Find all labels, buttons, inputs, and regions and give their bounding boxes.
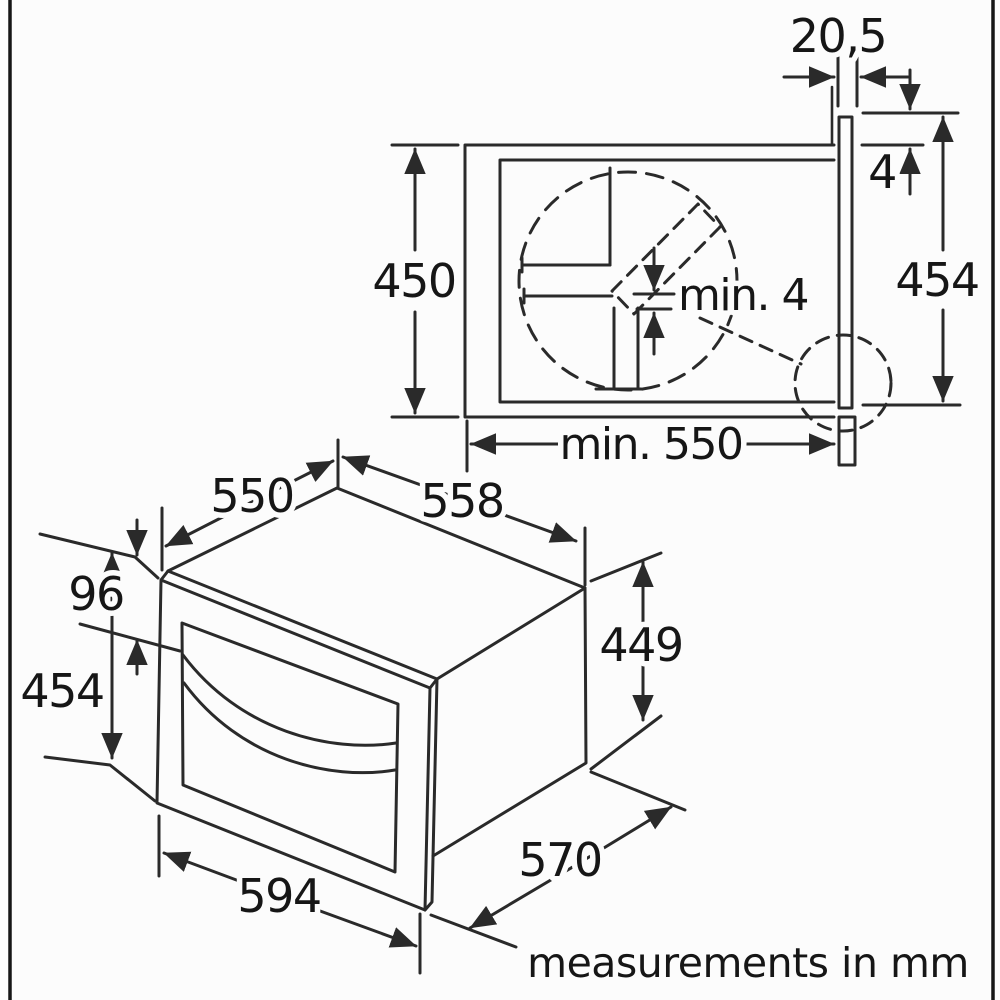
oven-isometric-view: 550 558 449 570 594 [15, 438, 690, 975]
dim-front-height-label: 454 [20, 664, 103, 718]
dim-body-depth: 570 [429, 770, 687, 949]
dim-top-width: 558 [341, 455, 587, 587]
dim-top-overhang: 4 [860, 68, 925, 205]
dim-front-width-label: 594 [237, 869, 320, 923]
oven-door-handle-curve-top [181, 653, 398, 747]
dim-trim-width-label: 20,5 [790, 9, 886, 63]
dim-top-depth-label: 550 [210, 469, 293, 523]
shelf-lower-line [522, 287, 614, 305]
dim-body-depth-label: 570 [518, 833, 601, 887]
dim-body-height: 449 [589, 551, 690, 771]
oven-body-right-side [431, 586, 588, 858]
oven-front-frame-rightside [423, 677, 439, 912]
dim-trim-width: 20,5 [782, 4, 910, 108]
dim-top-overhang-label: 4 [868, 145, 896, 199]
dim-top-depth: 550 [160, 438, 340, 572]
appliance-trim-strip [837, 115, 854, 410]
removed-shelf-dashed [610, 202, 722, 316]
niche-outer-wall [463, 143, 836, 419]
dim-niche-height-label: 450 [372, 254, 455, 308]
oven-front-frame-outline [155, 578, 427, 912]
dim-front-height: 454 [15, 532, 160, 803]
side-panel-bar [594, 306, 643, 391]
dim-trim-height-label: 454 [895, 253, 978, 307]
detail-circle-small [793, 333, 893, 433]
dim-shelf-gap-label: min. 4 [678, 270, 808, 321]
dim-control-panel-height-label: 96 [68, 567, 124, 621]
dim-front-width: 594 [157, 814, 422, 975]
oven-door-handle-curve-bottom [182, 681, 397, 775]
dim-control-panel-height: 96 [63, 518, 182, 676]
dim-trim-height: 454 [861, 111, 986, 407]
niche-inner-wall [498, 158, 836, 404]
detail-leader-line [698, 316, 803, 366]
oven-body-top-edges [166, 486, 587, 681]
dim-niche-depth-label: min. 550 [560, 419, 743, 470]
units-note: measurements in mm [527, 939, 969, 987]
dim-top-width-label: 558 [420, 474, 503, 528]
detail-callout [517, 166, 893, 433]
dim-shelf-gap: min. 4 [643, 246, 815, 356]
dim-niche-height: 450 [367, 143, 463, 419]
shelf-upper-line [520, 256, 612, 274]
dim-body-height-label: 449 [599, 618, 682, 672]
dim-niche-depth: min. 550 [465, 414, 836, 476]
niche-cutout-view: min. 4 450 454 4 20,5 [367, 4, 986, 476]
oven-door-panel [180, 621, 400, 874]
appliance-trim-strip-lower [837, 415, 857, 467]
